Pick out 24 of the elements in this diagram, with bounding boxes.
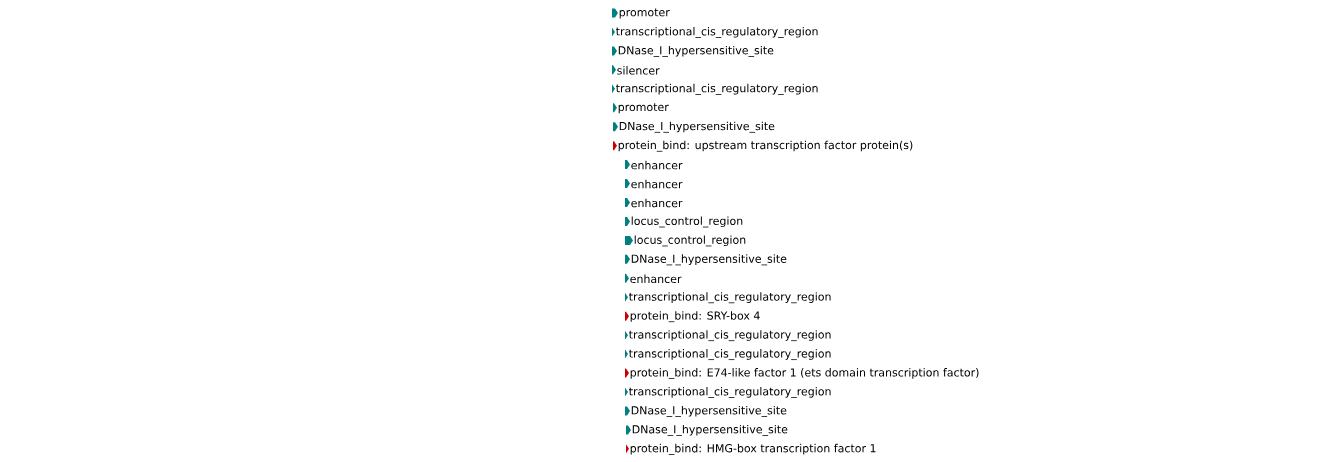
feature-label: DNase_I_hypersensitive_site <box>632 424 788 436</box>
feature-label: silencer <box>617 66 660 75</box>
feature-label: enhancer <box>630 274 682 284</box>
feature-label: DNase_I_hypersensitive_site <box>631 405 787 417</box>
feature-label: transcriptional_cis_regulatory_region <box>629 292 831 304</box>
feature-label: transcriptional_cis_regulatory_region <box>616 83 818 95</box>
feature-label: enhancer <box>631 160 683 170</box>
feature-label: promoter <box>619 8 670 19</box>
feature-label: locus_control_region <box>634 235 746 247</box>
feature-label: transcriptional_cis_regulatory_region <box>629 330 831 342</box>
feature-label: protein_bind: SRY-box 4 <box>630 311 760 323</box>
feature-label: transcriptional_cis_regulatory_region <box>629 349 831 361</box>
feature-label: enhancer <box>631 198 683 208</box>
feature-label: locus_control_region <box>631 216 743 228</box>
feature-label: transcriptional_cis_regulatory_region <box>616 26 818 38</box>
feature-label: DNase_I_hypersensitive_site <box>618 45 774 57</box>
feature-label: protein_bind: HMG-box transcription factor 1 <box>630 443 876 455</box>
feature-label: enhancer <box>631 179 683 189</box>
feature-label: DNase_I_hypersensitive_site <box>619 121 775 133</box>
feature-label: protein_bind: E74-like factor 1 (ets domain transcription factor) <box>630 368 979 379</box>
feature-label: protein_bind: upstream transcription factor protein(s) <box>618 140 913 152</box>
feature-label: promoter <box>618 103 669 114</box>
feature-label: DNase_I_hypersensitive_site <box>631 254 787 266</box>
feature-label: transcriptional_cis_regulatory_region <box>629 387 831 398</box>
